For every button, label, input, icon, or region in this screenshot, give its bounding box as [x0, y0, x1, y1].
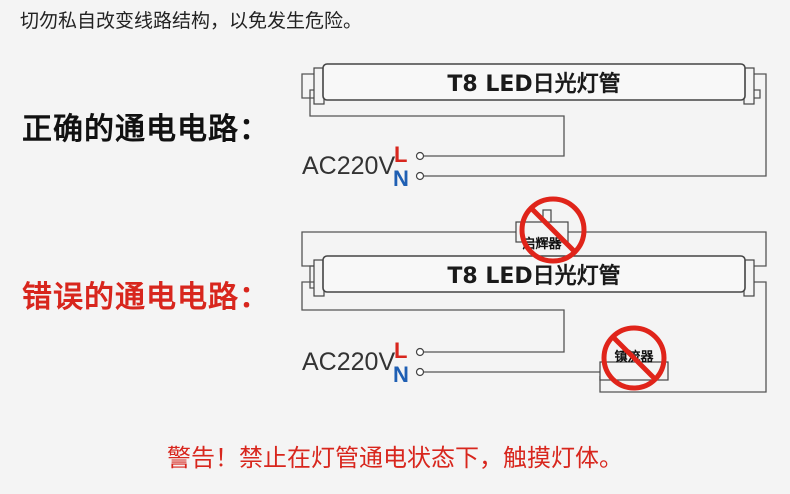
correct-source-label: AC220V — [302, 152, 395, 180]
correct-tube-label: T8 LED日光灯管 — [447, 71, 620, 97]
correct-circuit-label: 正确的通电电路： — [22, 112, 270, 147]
wrong-live-terminal — [415, 347, 425, 357]
prohibition-icon-ballast — [601, 325, 667, 391]
correct-circuit: T8 LED日光灯管 AC220V L N — [301, 63, 767, 191]
wrong-source-label: AC220V — [302, 348, 395, 376]
top-note: 切勿私自改变线路结构，以免发生危险。 — [20, 10, 363, 32]
correct-live-terminal — [415, 151, 425, 161]
correct-right-wire-bottom — [752, 89, 761, 99]
correct-left-wire-bottom — [309, 89, 565, 157]
correct-neutral-terminal — [415, 171, 425, 181]
wrong-tube-label: T8 LED日光灯管 — [447, 263, 620, 289]
prohibition-icon-starter — [519, 196, 587, 264]
wrong-right-wire-bottom — [599, 281, 767, 393]
wrong-neutral-label: N — [393, 362, 409, 387]
warning-text: 警告！禁止在灯管通电状态下，触摸灯体。 — [167, 444, 623, 472]
wrong-live-label: L — [394, 338, 407, 363]
starter-label: 启辉器 — [522, 236, 562, 252]
wrong-circuit-label: 错误的通电电路： — [22, 280, 270, 315]
wrong-neutral-terminal — [415, 367, 425, 377]
wrong-left-wire-bottom — [301, 281, 565, 353]
correct-tube — [322, 63, 746, 101]
correct-neutral-label: N — [393, 166, 409, 191]
correct-right-wire-top — [424, 73, 767, 177]
correct-live-label: L — [394, 142, 407, 167]
wrong-circuit: 启辉器 镇流器 T8 LED日光灯管 AC220V L N — [301, 196, 767, 393]
